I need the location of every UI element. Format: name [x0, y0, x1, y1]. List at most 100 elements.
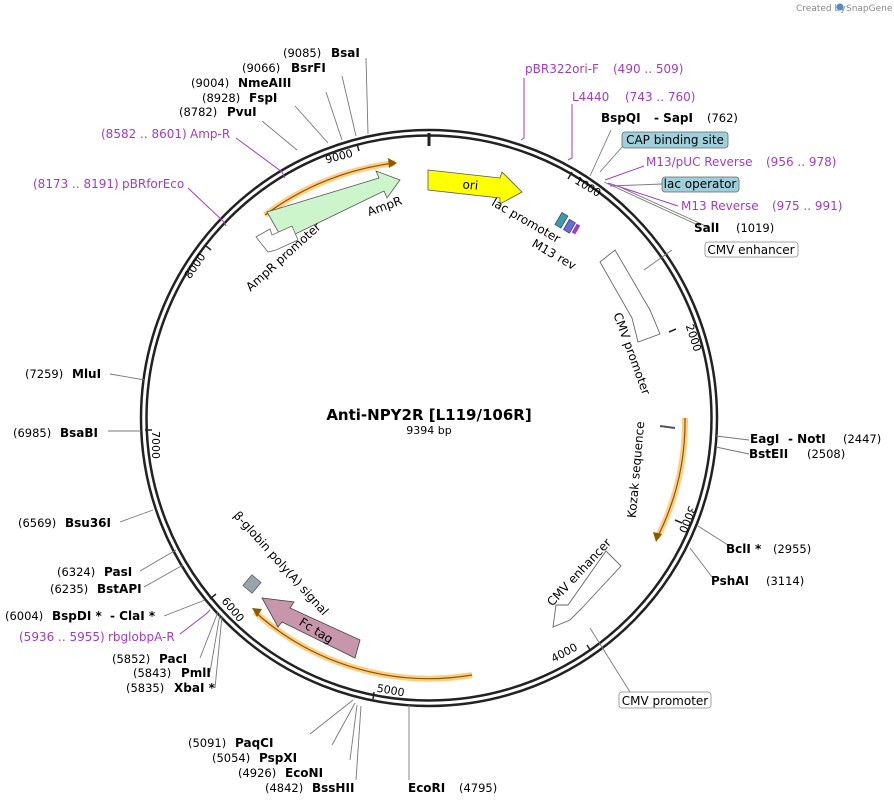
site-bsai-num: (9085) [283, 46, 321, 60]
ampr-cds-line [264, 162, 396, 216]
restriction-sites: (9085) BsaI (9066) BsrFI (9004) NmeAIII … [5, 46, 881, 795]
site-pshai-name[interactable]: PshAI [711, 574, 749, 588]
site-bspdi-name[interactable]: BspDI * [52, 609, 102, 623]
cap-box[interactable] [621, 131, 729, 149]
tick-2000: 2000 [683, 323, 704, 354]
ampr-promoter-arrow[interactable] [255, 225, 299, 253]
ampr-cds-arrowhead [388, 158, 397, 168]
site-bsrfi-num: (9066) [242, 61, 280, 75]
site-bsu36i-num: (6569) [18, 516, 56, 530]
cmv-enh-box-label: CMV enhancer [707, 243, 794, 257]
primer-m13rev-range: (975 .. 991) [772, 199, 842, 213]
tick-9000: 9000 [324, 147, 354, 167]
primer-pbr322ori-name: pBR322ori-F [525, 62, 599, 76]
site-noti-name[interactable]: - NotI [788, 432, 826, 446]
site-sapi-name[interactable]: - SapI [654, 111, 693, 125]
site-eagi-name[interactable]: EagI [750, 432, 779, 446]
snapgene-brand: SnapGene [846, 4, 893, 14]
primer-pbrforeco-range: (8173 .. 8191) [33, 177, 119, 191]
cmv-enh-box[interactable] [704, 241, 799, 258]
site-fspi-name[interactable]: FspI [249, 91, 277, 105]
primer-l4440-leader [567, 104, 573, 161]
site-clai-name[interactable]: - ClaI * [110, 609, 156, 623]
site-sali-num: (1019) [736, 221, 774, 235]
primer-ampr-leader [235, 137, 286, 179]
site-pspxi-num: (5054) [212, 751, 250, 765]
site-ecori-name[interactable]: EcoRI [408, 781, 445, 795]
site-pmli-num: (5843) [133, 666, 171, 680]
lac-promoter-mark[interactable] [554, 212, 569, 229]
cmv-enhancer-arrow[interactable] [552, 550, 622, 628]
globin-polya-mark[interactable] [242, 574, 262, 594]
tick-7000: 7000 [149, 431, 162, 459]
site-bspqi-name[interactable]: BspQI [601, 111, 641, 125]
kozak-label: Kozak sequence [625, 421, 647, 519]
site-mlui-name[interactable]: MluI [72, 367, 101, 381]
cds-bottom-line [254, 611, 473, 680]
plasmid-name: Anti-NPY2R [L119/106R] [326, 406, 531, 424]
ori-label: ori [462, 177, 479, 192]
lacop-box[interactable] [661, 176, 740, 193]
site-eagi-num: (2447) [843, 432, 881, 446]
m13-rev-mark[interactable] [562, 218, 576, 234]
primer-m13puc-name: M13/pUC Reverse [646, 155, 753, 169]
site-paci-num: (5852) [112, 652, 150, 666]
site-bsu36i-name[interactable]: Bsu36I [65, 516, 111, 530]
primer-pbrforeco-leader [187, 187, 227, 227]
site-pasi-name[interactable]: PasI [104, 565, 132, 579]
site-sali-name[interactable]: SalI [694, 221, 719, 235]
fc-tag-arrow[interactable] [261, 597, 361, 659]
cmv-promoter-arrow[interactable] [599, 249, 661, 343]
site-bsai-name[interactable]: BsaI [331, 46, 360, 60]
cmv-prom-box[interactable] [618, 691, 712, 709]
site-bsabi-name[interactable]: BsaBI [60, 426, 98, 440]
site-econi-name[interactable]: EcoNI [285, 766, 323, 780]
tick-2000-mark [668, 328, 677, 333]
tick-4000-mark [586, 644, 592, 652]
created-by-label: Created by [796, 4, 846, 14]
tick-4000: 4000 [549, 641, 580, 666]
tick-1000-mark [567, 171, 573, 180]
site-pvui-name[interactable]: PvuI [227, 105, 257, 119]
site-bsrfi-name[interactable]: BsrFI [291, 61, 326, 75]
site-econi-num: (4926) [238, 766, 276, 780]
primer-pbr322ori-leader [520, 78, 525, 141]
ori-arrow[interactable] [427, 169, 523, 205]
cap-leader [599, 146, 623, 173]
boxed-labels: CAP binding site lac operator CMV enhanc… [599, 131, 799, 709]
tick-5000-mark [372, 691, 375, 700]
site-xbai-name[interactable]: XbaI * [174, 681, 216, 695]
site-bcli-name[interactable]: BclI * [726, 542, 762, 556]
primer-m13rev-leader [607, 182, 679, 207]
primer-ampr-range: (8582 .. 8601) [101, 127, 187, 141]
ampr-arrow[interactable] [266, 170, 401, 241]
site-bsteii-name[interactable]: BstEII [749, 447, 788, 461]
site-bstapi-name[interactable]: BstAPI [97, 582, 142, 596]
site-ecori-num: (4795) [459, 781, 497, 795]
site-nmeaiii-name[interactable]: NmeAIII [238, 76, 291, 90]
primer-rbglob-leader [179, 609, 211, 635]
cds-right-line [656, 417, 686, 539]
snapgene-logo-icon [836, 3, 844, 11]
site-pvui-num: (8782) [179, 105, 217, 119]
primer-ampr-name: Amp-R [190, 127, 230, 141]
tick-9000-mark [356, 143, 360, 152]
site-mlui-num: (7259) [25, 367, 63, 381]
site-paci-name[interactable]: PacI [159, 652, 187, 666]
site-paqci-name[interactable]: PaqCI [235, 736, 273, 750]
site-pspxi-name[interactable]: PspXI [259, 751, 297, 765]
site-bcli-num: (2955) [773, 542, 811, 556]
site-bsteii-num: (2508) [807, 447, 845, 461]
primer-m13puc-range: (956 .. 978) [766, 155, 836, 169]
tick-3000-mark [674, 519, 683, 524]
site-pshai-num: (3114) [766, 574, 804, 588]
site-pmli-name[interactable]: PmlI [181, 666, 211, 680]
kozak-mark[interactable] [659, 425, 676, 429]
primer-binding-mark [571, 223, 581, 235]
primer-m13puc-leader [604, 165, 645, 181]
site-bspqi-num: (762) [707, 111, 738, 125]
lacop-label: lac operator [664, 177, 737, 191]
tick-5000: 5000 [376, 682, 406, 700]
site-bsshii-name[interactable]: BssHII [312, 781, 354, 795]
